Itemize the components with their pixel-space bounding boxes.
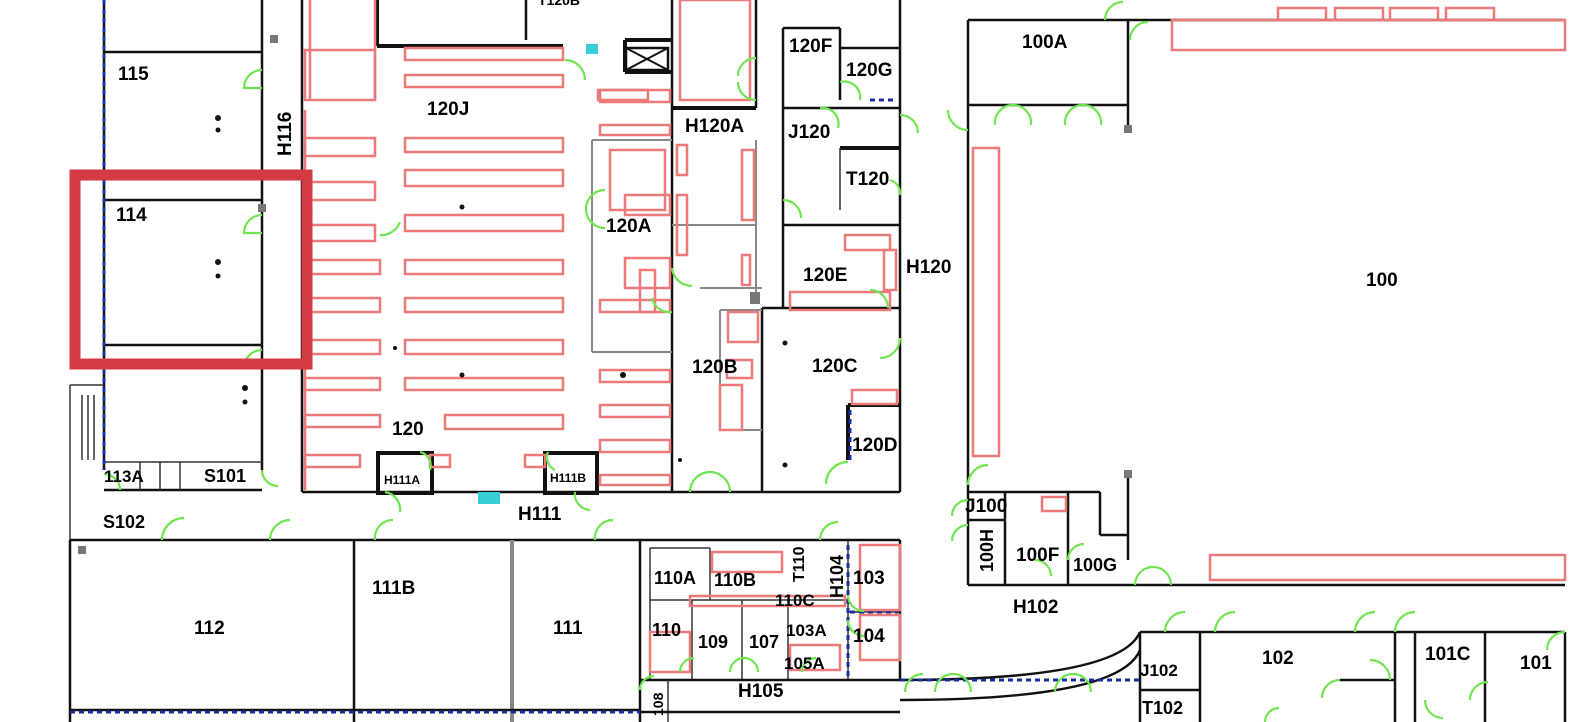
room-label-107: 107	[749, 632, 779, 652]
room-label-111: 111	[553, 618, 583, 639]
room-label-104: 104	[853, 626, 885, 647]
cyan-markers	[478, 44, 598, 504]
room-label-120j: 120J	[427, 99, 469, 120]
room-label-115: 115	[118, 64, 149, 85]
room-label-h111b: H111B	[550, 471, 586, 485]
room-label-120a: 120A	[606, 216, 652, 237]
room-label-t120: T120	[846, 169, 889, 190]
room-label-j120: J120	[788, 122, 830, 143]
room-label-h105: H105	[738, 681, 784, 702]
room-label-120e: 120E	[803, 265, 847, 286]
highlight-box-room-114	[69, 169, 313, 370]
room-label-t102: T102	[1142, 698, 1183, 718]
room-label-120d: 120D	[852, 435, 897, 456]
room-label-h111a: H111A	[384, 473, 420, 487]
room-label-120: 120	[392, 419, 424, 440]
room-label-h102: H102	[1013, 597, 1058, 618]
room-label-100h: 100H	[977, 529, 997, 572]
room-label-109: 109	[698, 632, 728, 652]
room-label-t120b: T120B	[538, 0, 580, 8]
room-label-110: 110	[652, 620, 681, 640]
doors	[103, 0, 1566, 722]
furniture	[303, 0, 1567, 674]
room-label-120b: 120B	[692, 357, 737, 378]
room-label-h116: H116	[275, 112, 296, 156]
room-label-h120a: H120A	[685, 116, 744, 137]
room-label-101c: 101C	[1425, 644, 1471, 665]
room-label-100g: 100G	[1073, 555, 1117, 575]
room-label-102: 102	[1262, 648, 1294, 669]
room-label-114: 114	[116, 205, 147, 226]
room-label-100a: 100A	[1022, 32, 1068, 53]
room-label-s101: S101	[204, 466, 246, 486]
room-label-j102: J102	[1140, 661, 1178, 680]
room-label-t110: T110	[791, 546, 808, 582]
room-labels: 115 114 H116 113A S101 S102 112 111B 111…	[103, 0, 1552, 718]
room-label-111b: 111B	[372, 578, 415, 599]
blue-partitions	[70, 0, 1140, 714]
room-label-103a: 103A	[786, 621, 827, 640]
room-label-112: 112	[194, 618, 225, 639]
room-label-120f: 120F	[789, 36, 832, 57]
room-label-h111: H111	[518, 504, 562, 525]
room-label-110a: 110A	[654, 568, 696, 588]
room-label-h120: H120	[906, 257, 951, 278]
room-label-103: 103	[853, 568, 885, 589]
room-label-101: 101	[1520, 653, 1552, 674]
fixtures	[78, 35, 1132, 554]
room-label-j100: J100	[965, 496, 1007, 517]
room-label-110b: 110B	[714, 570, 756, 590]
room-label-108: 108	[650, 692, 666, 716]
room-label-105a: 105A	[784, 654, 825, 673]
room-label-110c: 110C	[775, 591, 815, 610]
room-label-113a: 113A	[104, 467, 144, 486]
room-label-h104: H104	[827, 555, 847, 598]
room-label-120g: 120G	[846, 60, 892, 81]
room-label-120c: 120C	[812, 356, 858, 377]
room-label-100: 100	[1366, 270, 1398, 291]
room-label-s102: S102	[103, 512, 145, 532]
room-label-100f: 100F	[1016, 545, 1059, 566]
